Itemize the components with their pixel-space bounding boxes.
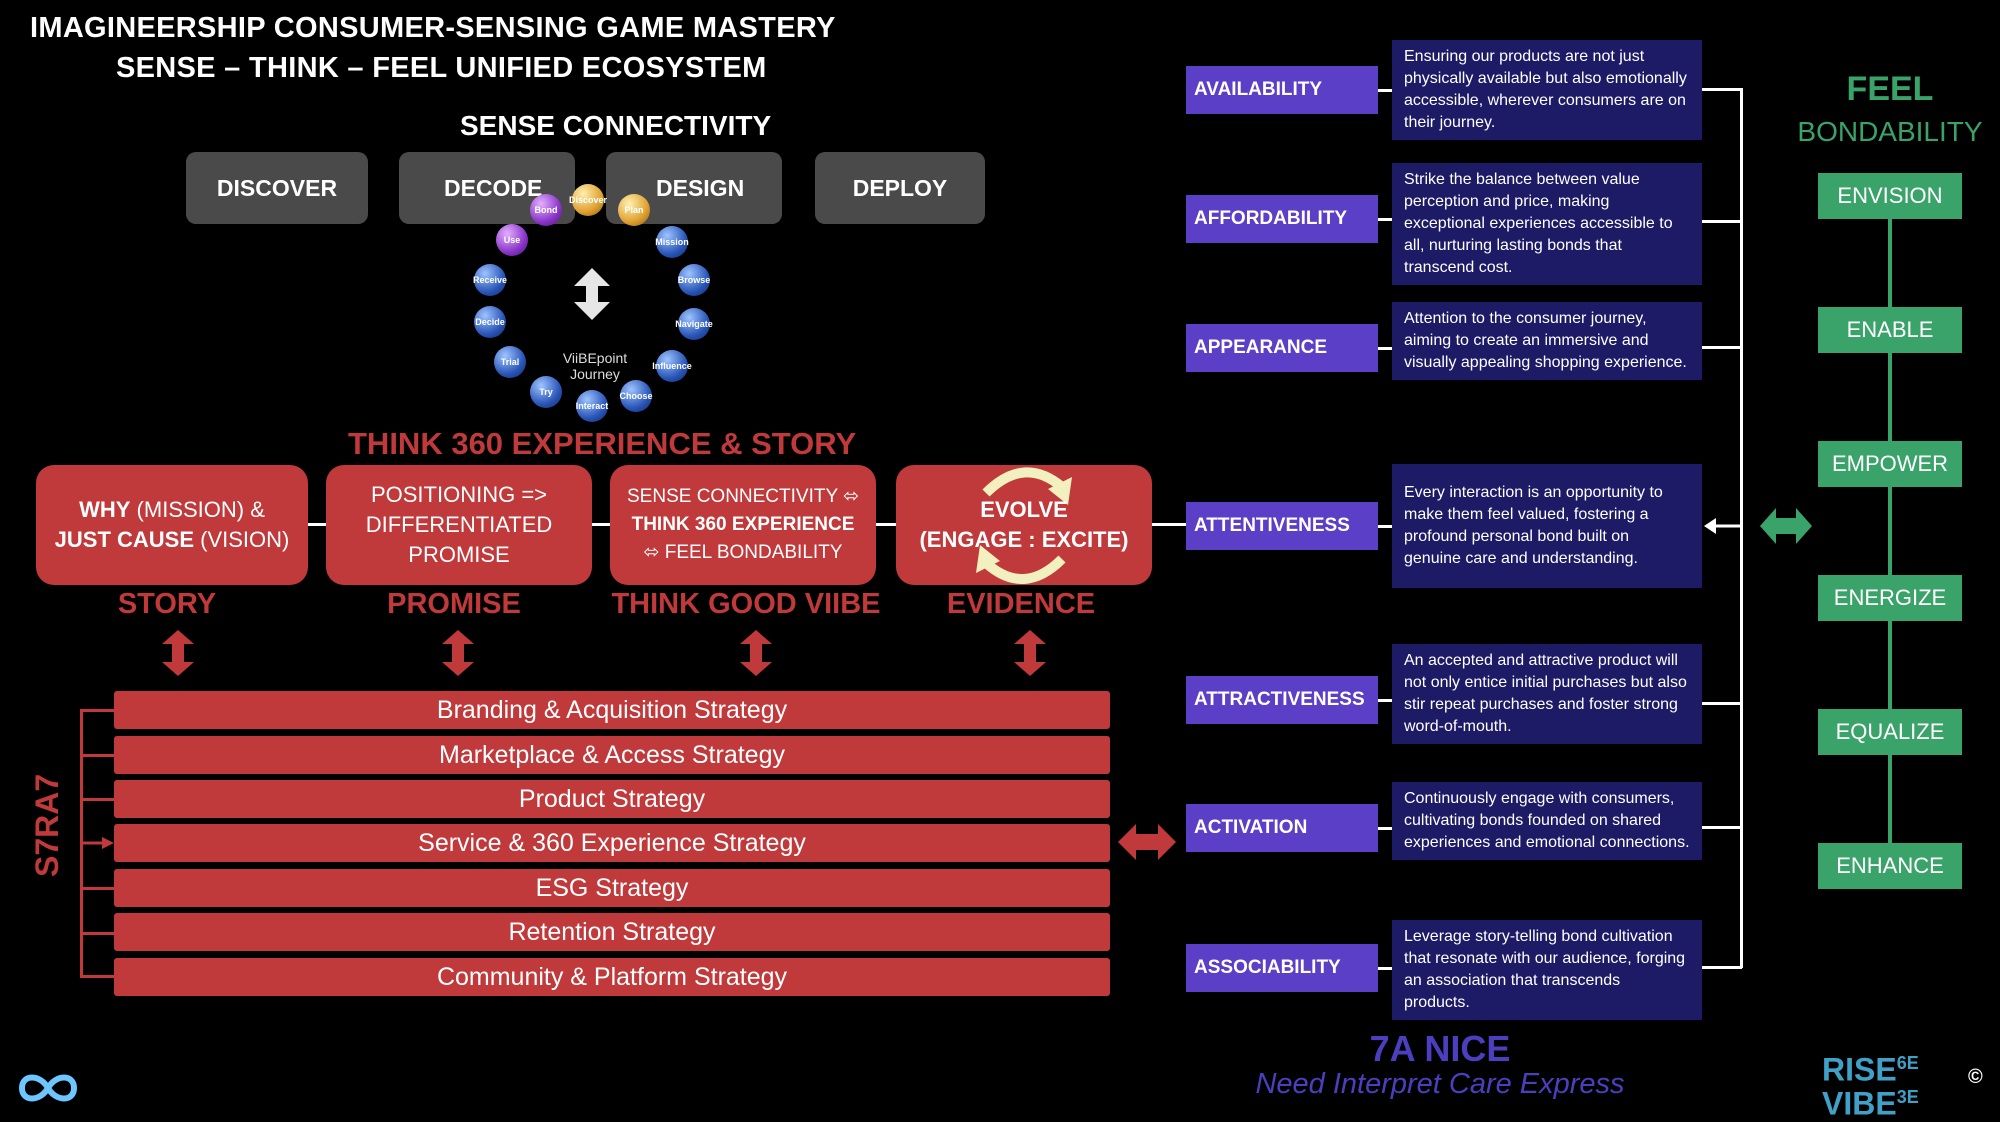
feel-energize[interactable]: ENERGIZE xyxy=(1818,575,1962,621)
positioning-line1: POSITIONING => xyxy=(370,482,548,507)
journey-step-browse: Browse xyxy=(678,264,710,296)
nice-bracket-pointer-arrow-icon xyxy=(1704,518,1742,534)
just-cause-label: JUST CAUSE xyxy=(54,527,194,552)
s7ra7-pointer-arrow-icon xyxy=(80,837,114,849)
feel-envision[interactable]: ENVISION xyxy=(1818,173,1962,219)
page-title-line2: SENSE – THINK – FEEL UNIFIED ECOSYSTEM xyxy=(116,52,767,84)
feel-enable[interactable]: ENABLE xyxy=(1818,307,1962,353)
positioning-line2: DIFFERENTIATED xyxy=(365,512,553,537)
journey-step-use: Use xyxy=(496,224,528,256)
strategy-service-360-experience[interactable]: Service & 360 Experience Strategy xyxy=(114,824,1110,862)
nice-tag-activation: ACTIVATION xyxy=(1186,804,1378,852)
sense-think-feel-box: SENSE CONNECTIVITY ⬄ THINK 360 EXPERIENC… xyxy=(610,465,876,585)
nice-tag-appearance: APPEARANCE xyxy=(1186,324,1378,372)
journey-label-line2: Journey xyxy=(570,366,620,382)
logo-line2: VIBE xyxy=(1822,1085,1897,1122)
stf-line2: THINK 360 EXPERIENCE xyxy=(631,514,855,535)
journey-step-influence: Influence xyxy=(652,350,692,382)
why-mission-box: WHY (MISSION) & JUST CAUSE (VISION) xyxy=(36,465,308,585)
journey-label-line1: ViiBEpoint xyxy=(562,350,628,366)
journey-step-discover: Discover xyxy=(569,184,607,216)
feel-leftright-arrow-icon xyxy=(1760,508,1812,544)
nice-desc-associability: Leverage story-telling bond cultivation … xyxy=(1392,920,1702,1020)
nice-tag-affordability: AFFORDABILITY xyxy=(1186,195,1378,243)
logo-line1: RISE xyxy=(1822,1051,1897,1088)
logo-line1-sup: 6E xyxy=(1896,1053,1919,1073)
journey-step-receive: Receive xyxy=(473,264,507,296)
evidence-label: EVIDENCE xyxy=(946,588,1096,620)
strategy-retention[interactable]: Retention Strategy xyxy=(114,913,1110,951)
nice-desc-attractiveness: An accepted and attractive product will … xyxy=(1392,644,1702,744)
journey-step-choose: Choose xyxy=(620,380,653,412)
why-label: WHY xyxy=(79,497,131,522)
nice-tag-availability: AVAILABILITY xyxy=(1186,66,1378,114)
feel-enhance[interactable]: ENHANCE xyxy=(1818,843,1962,889)
nice-desc-activation: Continuously engage with consumers, cult… xyxy=(1392,782,1702,860)
s7ra7-label: S7RA7 xyxy=(29,773,65,877)
stf-line3: ⬄ FEEL BONDABILITY xyxy=(643,542,843,563)
strategy-activation-leftright-arrow-icon xyxy=(1118,824,1176,860)
strategy-community-platform[interactable]: Community & Platform Strategy xyxy=(114,958,1110,996)
nice-tag-associability: ASSOCIABILITY xyxy=(1186,944,1378,992)
logo-line2-sup: 3E xyxy=(1896,1087,1919,1107)
evolve-line1: EVOLVE xyxy=(980,497,1068,522)
feel-connector-line xyxy=(1888,200,1892,880)
infinity-logo-icon xyxy=(18,1074,78,1102)
think-good-viibe-label: THINK GOOD VIIBE xyxy=(611,588,881,620)
nice-tag-attentiveness: ATTENTIVENESS xyxy=(1186,502,1378,550)
deploy-button[interactable]: DEPLOY xyxy=(815,152,985,224)
strategy-esg[interactable]: ESG Strategy xyxy=(114,869,1110,907)
stf-line1: SENSE CONNECTIVITY ⬄ xyxy=(627,486,859,507)
journey-step-interact: Interact xyxy=(576,390,608,422)
promise-updown-arrow-icon xyxy=(442,630,474,676)
nice-desc-availability: Ensuring our products are not just physi… xyxy=(1392,40,1702,140)
nice-bracket-line xyxy=(1740,88,1743,968)
journey-step-bond: Bond xyxy=(530,194,562,226)
feel-empower[interactable]: EMPOWER xyxy=(1818,441,1962,487)
vision-label: (VISION) xyxy=(194,527,290,552)
journey-step-navigate: Navigate xyxy=(675,308,713,340)
promise-label: PROMISE xyxy=(387,588,521,620)
evolve-line2: (ENGAGE : EXCITE) xyxy=(919,527,1129,552)
journey-step-decide: Decide xyxy=(474,306,506,338)
think-heading: THINK 360 EXPERIENCE & STORY xyxy=(348,426,857,461)
mission-label: (MISSION) & xyxy=(130,497,265,522)
feel-equalize[interactable]: EQUALIZE xyxy=(1818,709,1962,755)
story-label: STORY xyxy=(117,588,217,620)
feel-title: FEEL xyxy=(1846,70,1934,108)
feel-subtitle: BONDABILITY xyxy=(1797,116,1983,147)
evolve-box: EVOLVE (ENGAGE : EXCITE) xyxy=(896,465,1152,585)
strategy-product[interactable]: Product Strategy xyxy=(114,780,1110,818)
cycle-arrows-icon xyxy=(976,467,1072,584)
sense-heading: SENSE CONNECTIVITY xyxy=(460,110,772,141)
strategy-marketplace-access[interactable]: Marketplace & Access Strategy xyxy=(114,736,1110,774)
strategy-branding-acquisition[interactable]: Branding & Acquisition Strategy xyxy=(114,691,1110,729)
nice-subtitle: Need Interpret Care Express xyxy=(1255,1068,1625,1100)
discover-button[interactable]: DISCOVER xyxy=(186,152,368,224)
nice-tag-attractiveness: ATTRACTIVENESS xyxy=(1186,676,1378,724)
logo-copyright: © xyxy=(1968,1066,1983,1088)
nice-desc-attentiveness: Every interaction is an opportunity to m… xyxy=(1392,464,1702,588)
positioning-box: POSITIONING => DIFFERENTIATED PROMISE xyxy=(326,465,592,585)
positioning-line3: PROMISE xyxy=(408,542,510,567)
decode-button[interactable]: DECODE xyxy=(399,152,575,224)
viibe-updown-arrow-icon xyxy=(740,630,772,676)
nice-desc-affordability: Strike the balance between value percept… xyxy=(1392,163,1702,285)
nice-desc-appearance: Attention to the consumer journey, aimin… xyxy=(1392,302,1702,380)
journey-step-try: Try xyxy=(530,376,562,408)
nice-title: 7A NICE xyxy=(1369,1028,1511,1069)
page-title-line1: IMAGINEERSHIP CONSUMER-SENSING GAME MAST… xyxy=(30,12,836,44)
story-updown-arrow-icon xyxy=(162,630,194,676)
journey-step-mission: Mission xyxy=(655,226,689,258)
viibepoint-journey-wheel: Bond Discover Plan Mission Browse Naviga… xyxy=(460,184,720,422)
journey-step-plan: Plan xyxy=(618,194,650,226)
journey-step-trial: Trial xyxy=(494,346,526,378)
up-down-arrow-icon xyxy=(574,268,610,320)
evidence-updown-arrow-icon xyxy=(1014,630,1046,676)
rise-vibe-logo: RISE6E VIBE3E © xyxy=(1822,1046,1983,1121)
